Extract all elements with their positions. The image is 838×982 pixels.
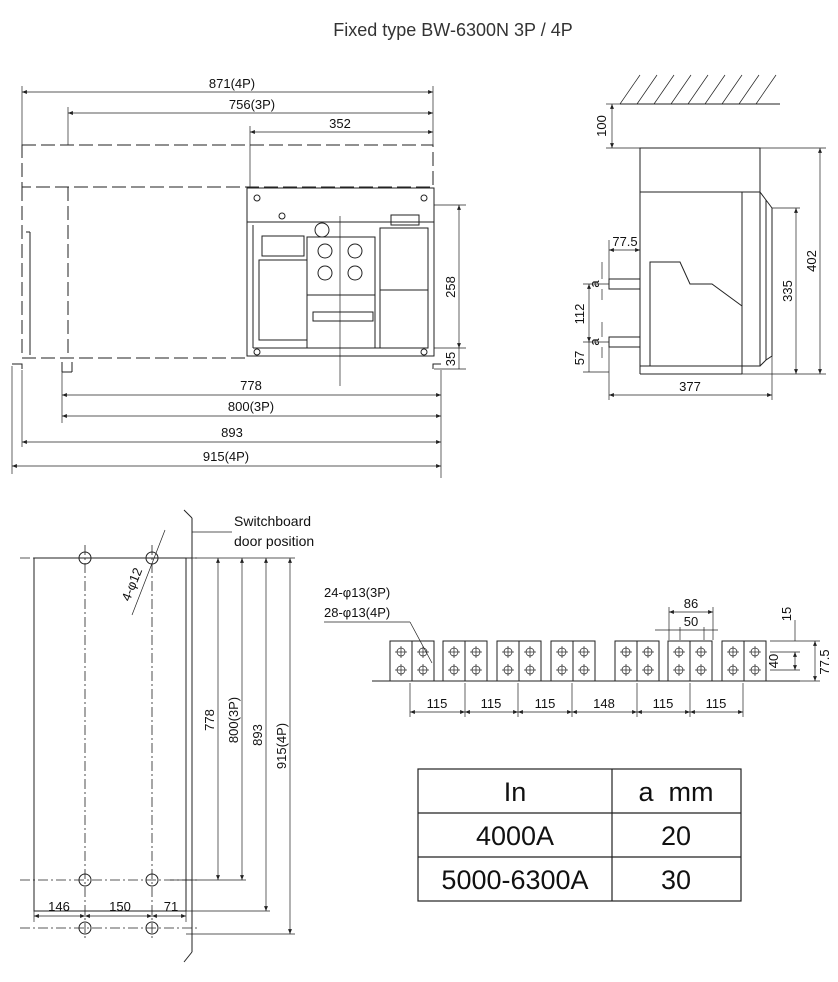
dim-871-4p: 871(4P) — [209, 76, 255, 91]
terminal-bar — [464, 640, 488, 682]
dim-800-3p: 800(3P) — [228, 399, 274, 414]
dim-40: 40 — [766, 654, 781, 668]
table-cell: 5000-6300A — [441, 865, 588, 895]
dim-146: 146 — [48, 899, 70, 914]
spacing-4: 148 — [593, 696, 615, 711]
terminal-bar — [636, 640, 660, 682]
rating-table: In a mm 4000A 20 5000-6300A 30 — [417, 768, 742, 902]
terminal-bar — [518, 640, 542, 682]
table-cell: 30 — [661, 865, 691, 895]
dim-50: 50 — [684, 614, 698, 629]
dim-915-4p: 915(4P) — [203, 449, 249, 464]
terminal-bar — [572, 640, 596, 682]
dim-71: 71 — [164, 899, 178, 914]
dim-778: 778 — [240, 378, 262, 393]
dim-352: 352 — [329, 116, 351, 131]
holes-4p-label: 28-φ13(4P) — [324, 605, 390, 620]
dim-86: 86 — [684, 596, 698, 611]
dim-100: 100 — [594, 115, 609, 137]
spacing-5: 115 — [653, 696, 674, 711]
dim-57: 57 — [572, 351, 587, 365]
mounting-view: Switchboard door position 4-φ12 778 800(… — [20, 509, 314, 963]
dim-77-5-side: 77.5 — [612, 234, 637, 249]
switchboard-label-1: Switchboard — [234, 513, 311, 529]
dim-a-bottom: a — [587, 338, 602, 346]
dim-800-3p-v: 800(3P) — [226, 697, 241, 743]
table-cell: 4000A — [476, 821, 554, 851]
terminal-bar — [411, 640, 435, 682]
dim-258: 258 — [443, 276, 458, 298]
switchboard-label-2: door position — [234, 533, 314, 549]
dim-402: 402 — [804, 250, 819, 272]
dim-335: 335 — [780, 280, 795, 302]
front-view: 871(4P) 756(3P) 352 — [11, 76, 466, 478]
dim-150: 150 — [109, 899, 131, 914]
spacing-1: 115 — [427, 696, 448, 711]
dim-77-5-terminal: 77.5 — [817, 649, 832, 674]
holes-3p-label: 24-φ13(3P) — [324, 585, 390, 600]
page-title: Fixed type BW-6300N 3P / 4P — [333, 20, 572, 40]
dim-a-top: a — [587, 280, 602, 288]
terminal-view: 24-φ13(3P) 28-φ13(4P) 86 50 15 40 77.5 — [324, 585, 832, 717]
terminal-bar — [689, 640, 713, 682]
spacing-2: 115 — [481, 696, 502, 711]
terminal-bar — [743, 640, 767, 682]
side-view: 100 77.5 112 57 a a — [572, 74, 826, 400]
spacing-3: 115 — [535, 696, 556, 711]
dim-756-3p: 756(3P) — [229, 97, 275, 112]
spacing-6: 115 — [706, 696, 727, 711]
terminal-blocks — [389, 640, 767, 682]
table-cell: 20 — [661, 821, 691, 851]
dim-15: 15 — [779, 607, 794, 621]
table-header-a: a mm — [638, 777, 713, 807]
dim-915-4p-v: 915(4P) — [274, 723, 289, 769]
dim-112: 112 — [572, 304, 587, 325]
table-header-in: In — [504, 777, 527, 807]
dim-35: 35 — [443, 352, 458, 366]
dim-893: 893 — [221, 425, 243, 440]
dim-893-v: 893 — [250, 724, 265, 746]
dim-778-v: 778 — [202, 709, 217, 731]
hole-label: 4-φ12 — [118, 566, 145, 604]
dim-377: 377 — [679, 379, 701, 394]
